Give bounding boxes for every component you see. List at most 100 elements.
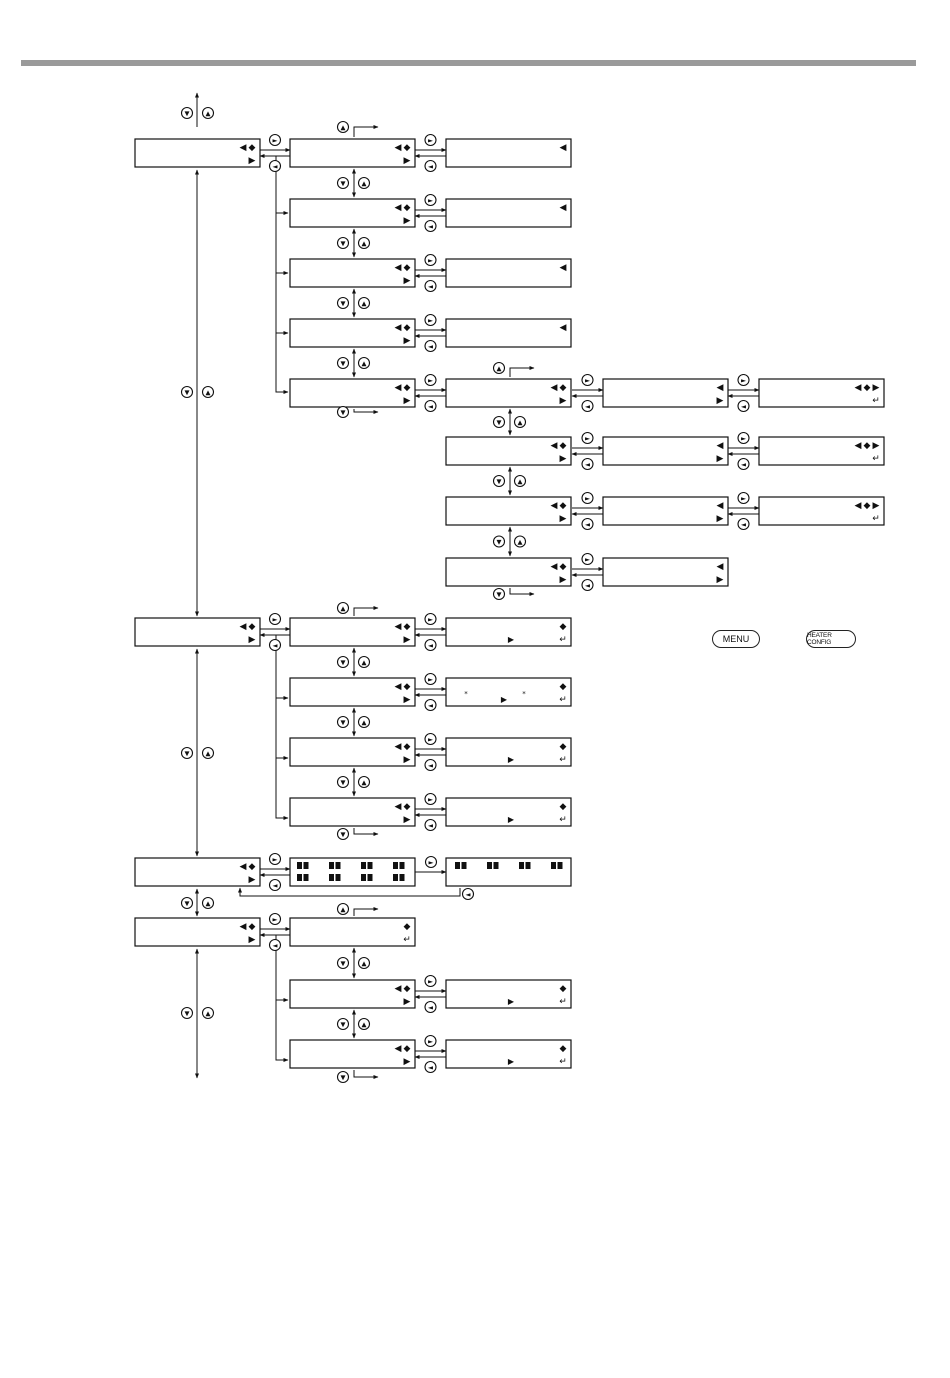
updown-indicator-icon: ◆ — [404, 203, 411, 213]
block-glyph — [455, 862, 460, 869]
display-box-frame — [602, 378, 729, 408]
left-key-icon: ◄ — [585, 402, 590, 410]
down-key-icon: ▼ — [185, 899, 190, 907]
menu-key-icon: MENU — [712, 630, 760, 648]
left-key-icon-circle — [424, 339, 437, 353]
right-indicator-icon: ▶ — [249, 635, 256, 645]
display-box: ▶◆◀↵ — [758, 496, 885, 526]
display-box: ◀▶ — [602, 557, 729, 587]
right-indicator-icon: ▶ — [404, 755, 411, 765]
down-key-icon-circle — [336, 356, 350, 370]
value-indicator-icon: ▶ — [508, 1057, 515, 1066]
updown-indicator-icon: ◆ — [864, 383, 871, 393]
left-key-icon: ◄ — [428, 342, 433, 350]
right-key-icon-circle — [581, 431, 594, 445]
display-box-frame — [134, 138, 261, 168]
down-key-icon-circle — [336, 1070, 350, 1084]
down-key-icon-circle — [492, 474, 506, 488]
right-indicator-icon: ▶ — [404, 997, 411, 1007]
block-glyph — [367, 862, 373, 869]
down-key-icon-circle — [336, 176, 350, 190]
right-key-icon-circle — [424, 253, 437, 267]
right-key-icon: ► — [428, 376, 433, 384]
up-key-icon-circle — [357, 956, 371, 970]
display-box: ▶◆◀↵ — [758, 436, 885, 466]
right-key-icon: ► — [428, 136, 433, 144]
left-indicator-icon: ◀ — [717, 562, 724, 572]
right-key-icon: ► — [273, 615, 278, 623]
display-box-frame — [602, 436, 729, 466]
down-key-icon-circle — [336, 827, 350, 841]
block-glyph — [393, 874, 398, 881]
right-key-icon: ► — [428, 196, 433, 204]
down-key-icon-circle — [336, 296, 350, 310]
block-glyph — [303, 862, 309, 869]
right-indicator-icon: ▶ — [560, 514, 567, 524]
up-key-icon-circle — [201, 896, 215, 910]
block-glyph — [519, 862, 524, 869]
left-key-icon: ◄ — [273, 881, 278, 889]
right-key-icon: ► — [428, 316, 433, 324]
updown-indicator-icon: ◆ — [404, 263, 411, 273]
enter-indicator-icon: ↵ — [559, 997, 567, 1007]
enter-indicator-icon: ↵ — [872, 514, 880, 524]
block-glyph — [335, 862, 341, 869]
block-glyph — [399, 874, 405, 881]
display-box: ◆◀▶ — [289, 1039, 416, 1069]
display-box-frame — [289, 617, 416, 647]
down-key-icon-circle — [336, 775, 350, 789]
display-box-frame — [289, 1039, 416, 1069]
display-box-frame — [445, 857, 572, 887]
display-box: ◆◀▶ — [289, 737, 416, 767]
display-box-frame — [289, 138, 416, 168]
left-key-icon: ◄ — [741, 402, 746, 410]
down-key-icon: ▼ — [341, 299, 346, 307]
updown-indicator-icon: ◆ — [560, 802, 567, 812]
up-key-icon: ▲ — [206, 1009, 211, 1017]
left-key-icon-circle — [424, 279, 437, 293]
up-key-icon: ▲ — [518, 418, 523, 426]
left-indicator-icon: ◀ — [717, 441, 724, 451]
asterisk-mark: * — [522, 690, 526, 698]
display-box: ◀ — [445, 138, 572, 168]
right-key-icon-circle — [581, 552, 594, 566]
asterisk-mark: * — [464, 690, 468, 698]
up-key-icon-circle — [201, 746, 215, 760]
display-box: ◀▶ — [602, 378, 729, 408]
updown-indicator-icon: ◆ — [560, 622, 567, 632]
left-key-icon: ◄ — [741, 520, 746, 528]
down-key-icon: ▼ — [341, 408, 346, 416]
right-key-icon-circle — [268, 852, 282, 866]
display-box: ▶◆◀↵ — [758, 378, 885, 408]
right-key-icon: ► — [741, 494, 746, 502]
display-box: ◆↵*▶* — [445, 677, 572, 707]
up-key-icon-circle — [513, 415, 527, 429]
heater-config-key-label: HEATER CONFIG — [807, 632, 832, 646]
display-box: ◆◀▶ — [289, 318, 416, 348]
right-indicator-icon: ▶ — [404, 156, 411, 166]
down-key-icon-circle — [180, 896, 194, 910]
display-box-frame — [289, 378, 416, 408]
up-key-icon-circle — [201, 1006, 215, 1020]
updown-indicator-icon: ◆ — [560, 562, 567, 572]
up-key-icon-circle — [357, 655, 371, 669]
display-box-frame — [445, 1039, 572, 1069]
left-key-icon-circle — [268, 159, 282, 173]
up-key-icon-circle — [357, 775, 371, 789]
display-box: ◆◀▶ — [289, 979, 416, 1009]
display-box: ◆◀▶ — [445, 557, 572, 587]
display-box: ◆◀▶ — [289, 258, 416, 288]
left-key-icon: ◄ — [585, 581, 590, 589]
block-glyph — [393, 862, 398, 869]
down-key-icon: ▼ — [341, 718, 346, 726]
up-key-icon-circle — [336, 902, 350, 916]
left-indicator-icon: ◀ — [560, 143, 567, 153]
left-indicator-icon: ◀ — [240, 622, 247, 632]
block-glyph — [297, 862, 302, 869]
left-key-icon-circle — [581, 457, 594, 471]
right-indicator-icon: ▶ — [404, 695, 411, 705]
updown-indicator-icon: ◆ — [404, 682, 411, 692]
up-key-icon-circle — [357, 236, 371, 250]
display-box-frame — [758, 496, 885, 526]
block-glyph — [461, 862, 467, 869]
